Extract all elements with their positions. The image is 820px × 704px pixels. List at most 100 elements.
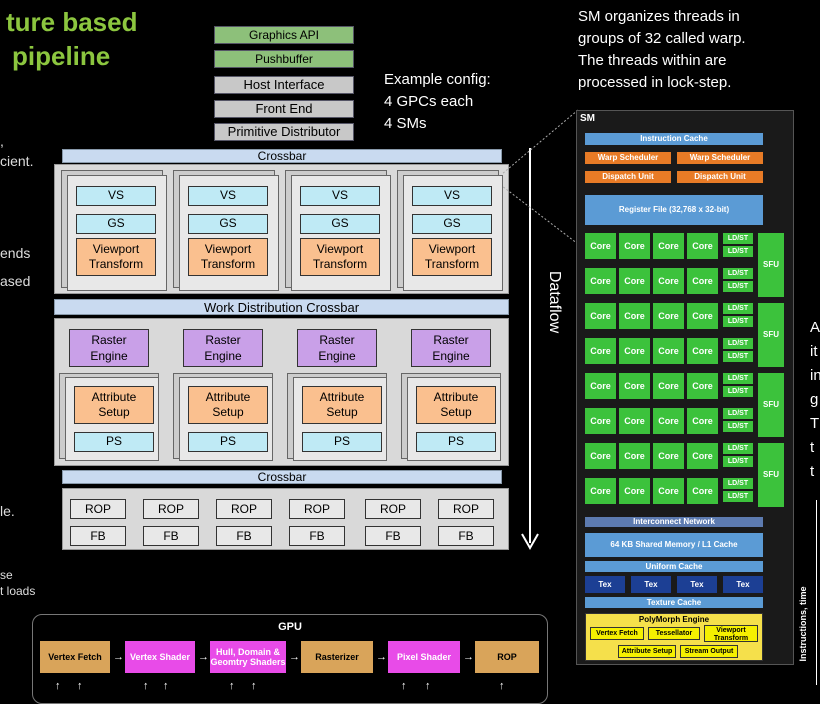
core-unit: Core (585, 338, 616, 364)
config-line1: Example config: (384, 71, 491, 88)
rasterizer-stage: Rasterizer (301, 641, 373, 673)
core-unit: Core (687, 233, 718, 259)
zoom-lines (501, 109, 579, 245)
fb-box-3: FB (216, 526, 272, 546)
rop-box-5: ROP (365, 499, 421, 519)
core-unit: Core (619, 478, 650, 504)
attr-line2: Setup (98, 405, 130, 419)
core-unit: Core (653, 338, 684, 364)
sm-caption-2: groups of 32 called warp. (578, 30, 746, 47)
up-arrow-icon: ↑ (55, 680, 61, 692)
core-unit: Core (687, 268, 718, 294)
vertex-shader-stage: Vertex Shader (125, 641, 195, 673)
left-fragment-7: t loads (0, 584, 36, 598)
arrow-right-icon: → (463, 651, 474, 663)
upper-card-1: VS GS Viewport Transform (67, 175, 167, 291)
rop-stage: ROP (475, 641, 539, 673)
tex-unit-3: Tex (677, 576, 717, 593)
rop-box-1: ROP (70, 499, 126, 519)
right-fragment-2: it (810, 343, 818, 360)
crossbar-bottom: Crossbar (62, 470, 502, 484)
upper-card-3: VS GS Viewport Transform (291, 175, 391, 291)
attribute-setup-box: Attribute Setup (302, 386, 382, 424)
interconnect-network: Interconnect Network (585, 517, 763, 527)
arrow-right-icon: → (376, 651, 387, 663)
right-fragment-7: t (810, 463, 815, 480)
viewport-line2: Transform (424, 257, 480, 271)
graphics-api-box: Graphics API (214, 26, 354, 44)
core-unit: Core (585, 408, 616, 434)
gs-box: GS (76, 214, 156, 234)
stream-output-unit: Stream Output (680, 645, 738, 658)
viewport-line2: Transform (88, 257, 144, 271)
ps-box: PS (74, 432, 154, 452)
raster-line1: Raster (205, 333, 241, 347)
core-unit: Core (619, 233, 650, 259)
raster-line2: Engine (432, 349, 470, 363)
hull-line2: Geomtry Shaders (210, 657, 286, 667)
viewport-line1: Viewport (204, 242, 252, 256)
raster-line1: Raster (319, 333, 355, 347)
ldst-unit: LD/ST (723, 386, 753, 398)
up-arrow-icon: ↑ (499, 680, 505, 692)
warp-scheduler-2: Warp Scheduler (677, 152, 763, 164)
ldst-unit: LD/ST (723, 456, 753, 468)
sfu-unit: SFU (758, 303, 784, 367)
core-unit: Core (585, 233, 616, 259)
core-unit: Core (653, 408, 684, 434)
viewport-transform-box: Viewport Transform (76, 238, 156, 276)
primitive-distributor-box: Primitive Distributor (214, 123, 354, 141)
raster-line2: Engine (204, 349, 242, 363)
right-fragment-6: t (810, 439, 815, 456)
upper-card-2: VS GS Viewport Transform (179, 175, 279, 291)
core-unit: Core (585, 268, 616, 294)
core-unit: Core (687, 408, 718, 434)
attr-line2: Setup (440, 405, 472, 419)
viewport-line2: Transform (312, 257, 368, 271)
dispatch-unit-2: Dispatch Unit (677, 171, 763, 183)
raster-line2: Engine (318, 349, 356, 363)
ps-box: PS (416, 432, 496, 452)
core-unit: Core (653, 268, 684, 294)
core-unit: Core (687, 303, 718, 329)
shared-memory: 64 KB Shared Memory / L1 Cache (585, 533, 763, 557)
lower-card-3: Attribute Setup PS (293, 377, 387, 461)
ldst-unit: LD/ST (723, 233, 753, 245)
gpc-lower-panel: Raster Engine Attribute Setup PS Raster … (54, 318, 509, 466)
vs-box: VS (412, 186, 492, 206)
ldst-unit: LD/ST (723, 443, 753, 455)
core-unit: Core (619, 268, 650, 294)
gpu-pipeline-box: GPU Vertex Fetch → Vertex Shader → Hull,… (32, 614, 548, 704)
tex-row: Tex Tex Tex Tex (585, 576, 763, 593)
sfu-unit: SFU (758, 233, 784, 297)
vs-box: VS (300, 186, 380, 206)
right-fragment-5: T (810, 415, 820, 432)
host-interface-box: Host Interface (214, 76, 354, 94)
raster-line2: Engine (90, 349, 128, 363)
slide-title-line2: pipeline (12, 41, 111, 71)
tex-unit-1: Tex (585, 576, 625, 593)
core-unit: Core (687, 478, 718, 504)
ldst-unit: LD/ST (723, 421, 753, 433)
hull-domain-geometry-stage: Hull, Domain & Geomtry Shaders (210, 641, 286, 673)
hull-line1: Hull, Domain & (215, 647, 280, 657)
right-fragment-3: in (810, 367, 820, 384)
attr-line1: Attribute (433, 390, 479, 404)
ldst-unit: LD/ST (723, 478, 753, 490)
ps-box: PS (302, 432, 382, 452)
ldst-unit: LD/ST (723, 268, 753, 280)
raster-engine-box: Raster Engine (297, 329, 377, 367)
dataflow-arrow (521, 148, 539, 551)
sfu-unit: SFU (758, 373, 784, 437)
left-fragment-4: ased (0, 273, 31, 289)
attribute-setup-box: Attribute Setup (188, 386, 268, 424)
ldst-unit: LD/ST (723, 281, 753, 293)
attribute-setup-unit: Attribute Setup (618, 645, 676, 658)
sm-caption-3: The threads within are (578, 52, 727, 69)
polymorph-engine: PolyMorph Engine Vertex Fetch Tessellato… (585, 613, 763, 661)
register-file: Register File (32,768 x 32-bit) (585, 195, 763, 225)
raster-engine-box: Raster Engine (69, 329, 149, 367)
arrow-right-icon: → (113, 651, 124, 663)
viewport-line1: Viewport (316, 242, 364, 256)
pixel-shader-stage: Pixel Shader (388, 641, 460, 673)
